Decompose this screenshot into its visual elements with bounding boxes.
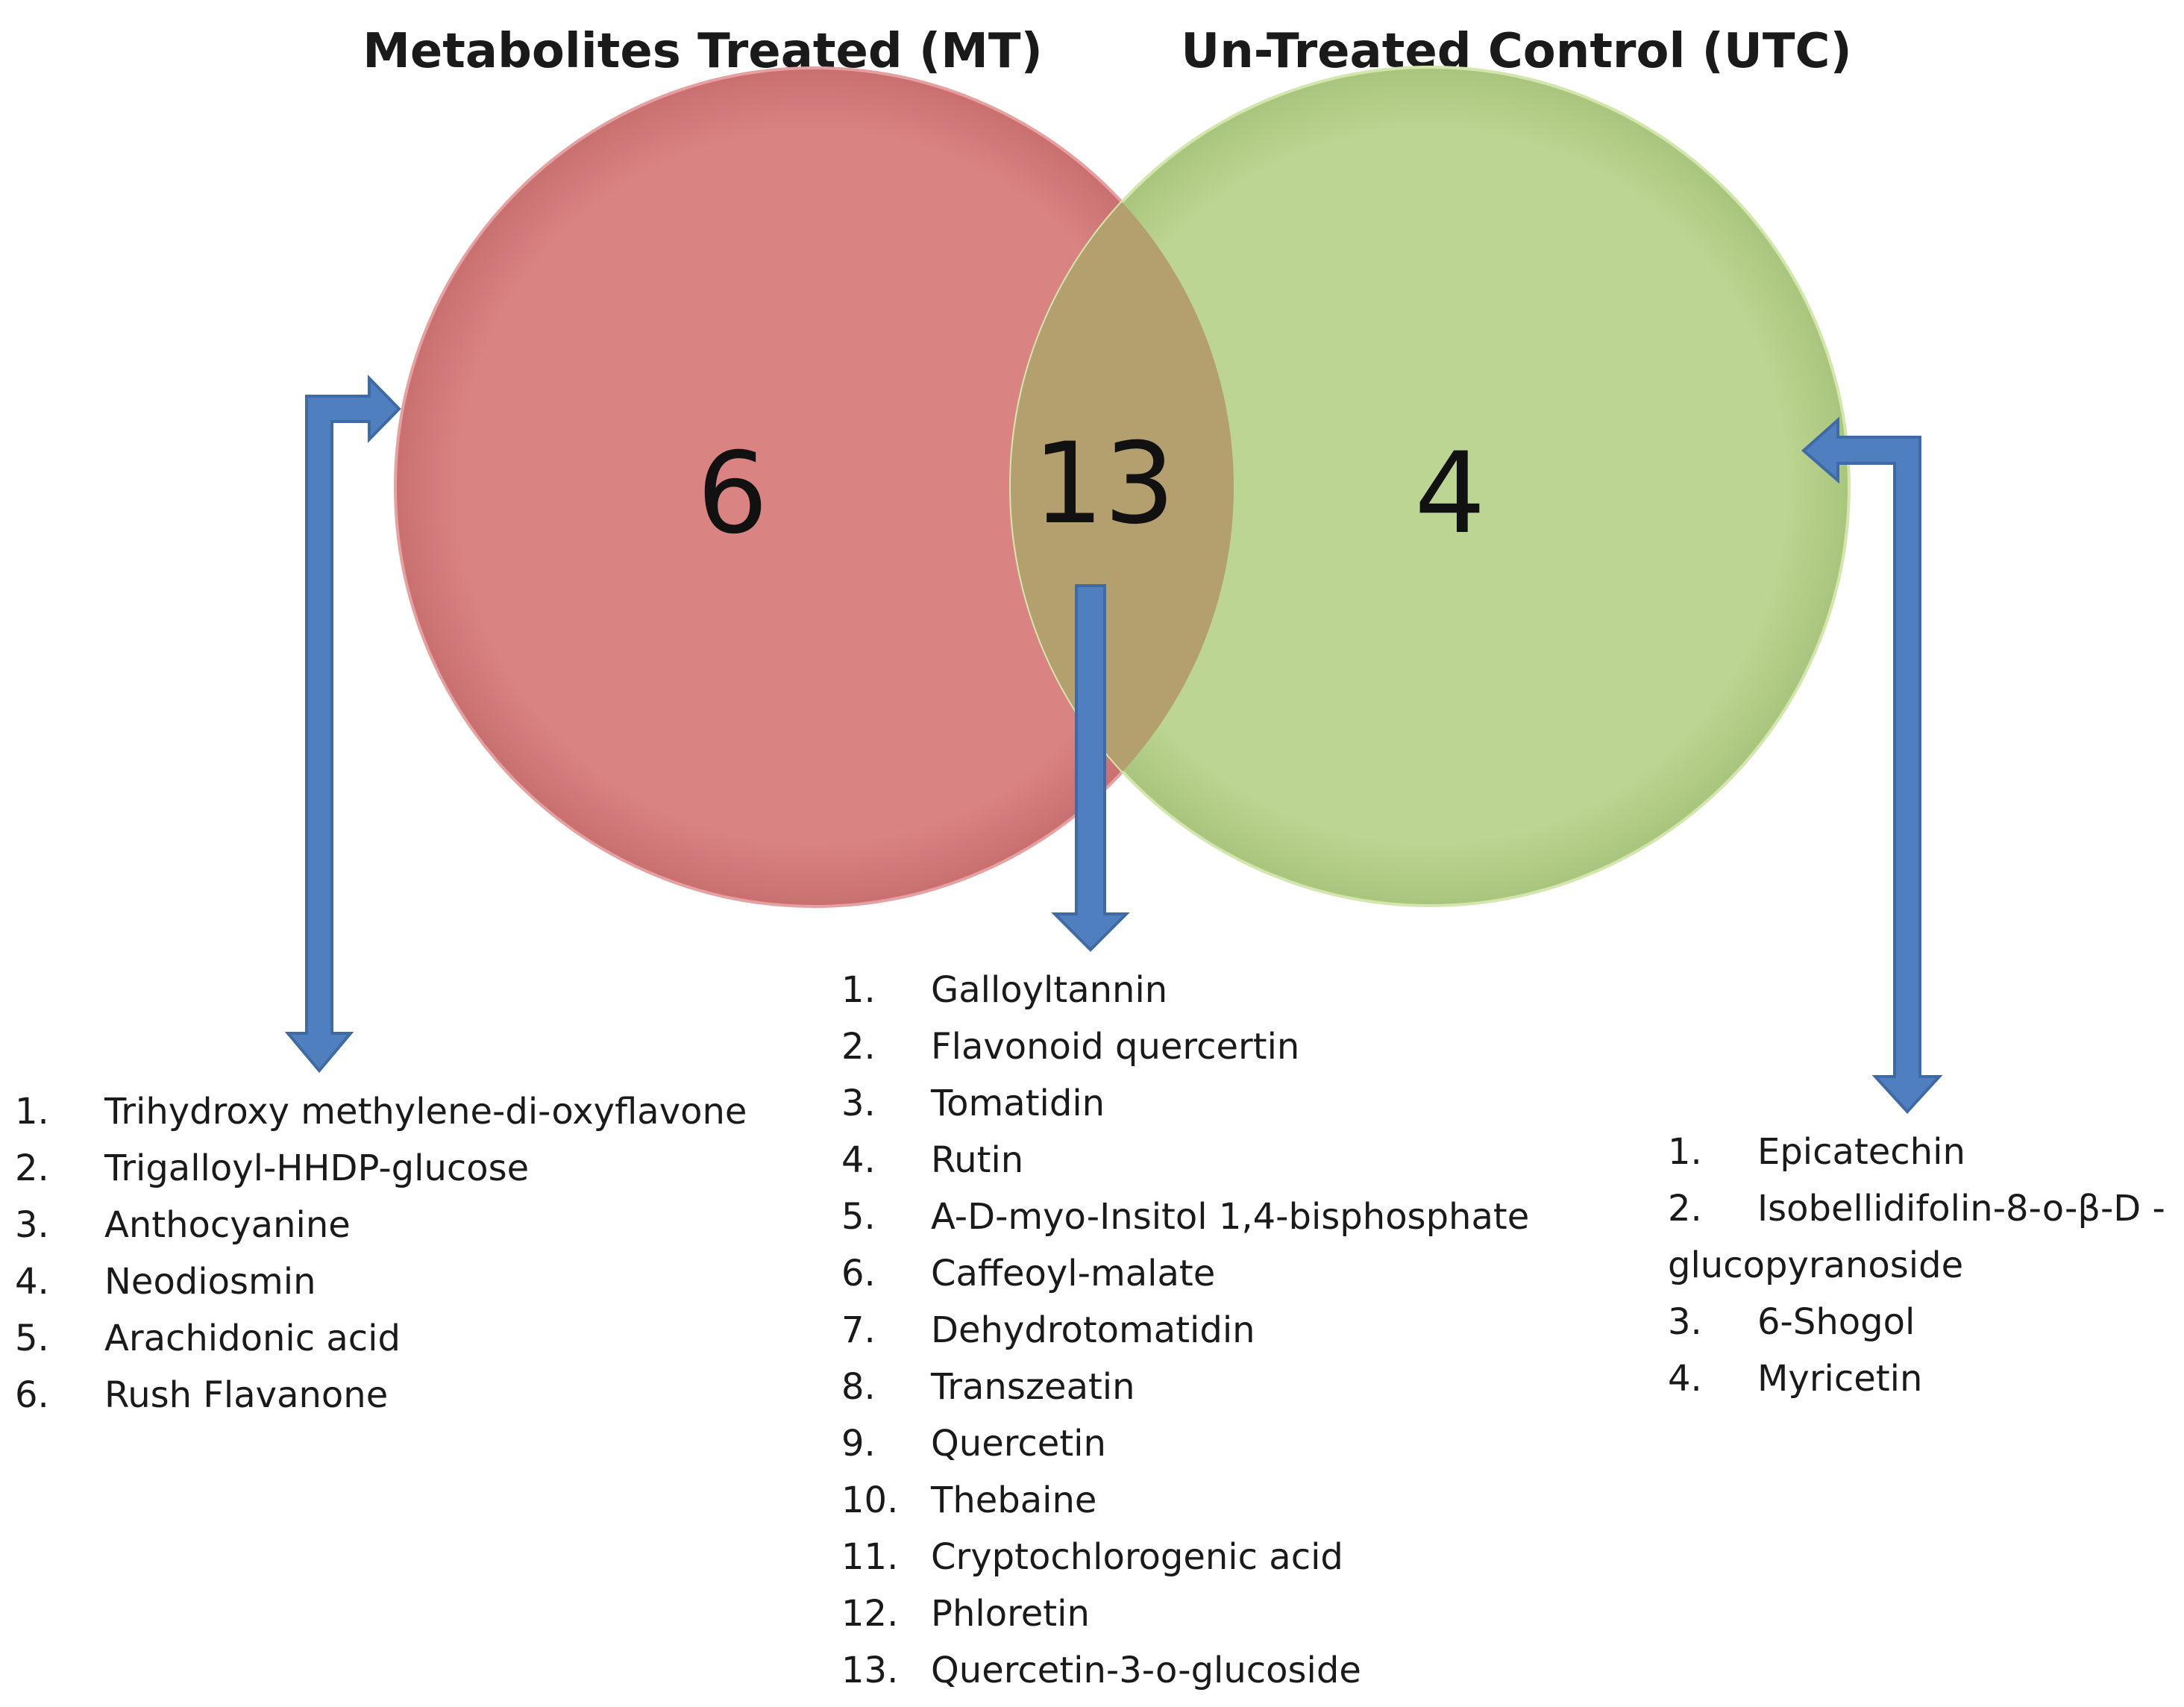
list-item-number: 4.	[1668, 1358, 1702, 1400]
list-item-number: 6.	[841, 1253, 876, 1294]
list-item: 7. Dehydrotomatidin	[841, 1302, 1595, 1359]
list-item-number: 5.	[15, 1318, 49, 1359]
list-item-name: Flavonoid quercertin	[931, 1026, 1300, 1068]
list-item-number: 2.	[1668, 1188, 1702, 1230]
arrow-mt-list	[284, 375, 401, 1074]
count-mt-only: 6	[697, 429, 768, 559]
list-item-number: 1.	[841, 969, 876, 1011]
list-item: 6. Rush Flavanone	[15, 1367, 798, 1423]
list-item-name: Rush Flavanone	[104, 1374, 389, 1416]
list-item: 11. Cryptochlorogenic acid	[841, 1529, 1595, 1585]
list-item: 13. Quercetin-3-o-glucoside	[841, 1642, 1595, 1699]
list-item: 4. Myricetin	[1668, 1350, 2183, 1407]
list-item-name: Thebaine	[931, 1479, 1097, 1521]
list-item: 3. Tomatidin	[841, 1075, 1595, 1132]
list-item-name: Trigalloyl-HHDP-glucose	[104, 1147, 530, 1189]
list-item-number: 4.	[15, 1261, 49, 1303]
set-title-utc: Un-Treated Control (UTC)	[1181, 24, 1852, 79]
list-item-name: Isobellidifolin-8-o-β-D -glucopyranoside	[1668, 1188, 2165, 1286]
list-item-name: Caffeoyl-malate	[931, 1253, 1216, 1294]
list-item: 4. Rutin	[841, 1132, 1595, 1188]
shared-list: 1. Galloyltannin 2. Flavonoid quercertin 3…	[841, 962, 1595, 1699]
list-item-number: 10.	[841, 1479, 899, 1521]
list-item: 2. Flavonoid quercertin	[841, 1018, 1595, 1075]
list-item-name: Epicatechin	[1757, 1131, 1965, 1173]
list-item-name: Arachidonic acid	[104, 1318, 401, 1359]
list-item: 5. A-D-myo-Insitol 1,4-bisphosphate	[841, 1188, 1595, 1245]
list-item: 1. Trihydroxy methylene-di-oxyflavone	[15, 1083, 798, 1140]
list-item-number: 3.	[1668, 1301, 1702, 1343]
list-item-name: Quercetin-3-o-glucoside	[931, 1650, 1361, 1691]
list-item: 2.Isobellidifolin-8-o-β-D -glucopyranosi…	[1668, 1180, 2183, 1294]
list-item-number: 8.	[841, 1366, 876, 1408]
list-item-name: Anthocyanine	[104, 1204, 351, 1246]
list-item-number: 7.	[841, 1309, 876, 1351]
list-item-name: 6-Shogol	[1757, 1301, 1915, 1343]
list-item: 2. Trigalloyl-HHDP-glucose	[15, 1140, 798, 1197]
list-item-name: Phloretin	[931, 1593, 1090, 1635]
list-item-number: 1.	[1668, 1131, 1702, 1173]
list-item-name: Trihydroxy methylene-di-oxyflavone	[104, 1091, 747, 1133]
list-item-number: 11.	[841, 1536, 899, 1578]
list-item: 10. Thebaine	[841, 1472, 1595, 1529]
arrow-shared-list	[1051, 584, 1130, 952]
list-item: 4. Neodiosmin	[15, 1253, 798, 1310]
list-item: 5. Arachidonic acid	[15, 1310, 798, 1367]
list-item-name: Dehydrotomatidin	[931, 1309, 1255, 1351]
list-item: 3. 6-Shogol	[1668, 1294, 2183, 1350]
set-title-mt: Metabolites Treated (MT)	[363, 24, 1043, 79]
list-item-number: 12.	[841, 1593, 899, 1635]
list-item-name: Myricetin	[1757, 1358, 1923, 1400]
count-utc-only: 4	[1414, 429, 1485, 559]
list-item-number: 9.	[841, 1423, 876, 1465]
list-item: 9. Quercetin	[841, 1415, 1595, 1472]
list-item: 1. Galloyltannin	[841, 962, 1595, 1018]
list-item: 8. Transzeatin	[841, 1359, 1595, 1415]
list-item-name: Neodiosmin	[104, 1261, 316, 1303]
list-item: 3. Anthocyanine	[15, 1197, 798, 1253]
list-item-number: 3.	[841, 1083, 876, 1124]
list-item-number: 5.	[841, 1196, 876, 1238]
list-item-name: Transzeatin	[931, 1366, 1135, 1408]
list-item-number: 2.	[15, 1147, 49, 1189]
list-item: 6. Caffeoyl-malate	[841, 1245, 1595, 1302]
list-item-number: 13.	[841, 1650, 899, 1691]
list-item: 1. Epicatechin	[1668, 1124, 2183, 1180]
list-item-number: 3.	[15, 1204, 49, 1246]
list-item: 12. Phloretin	[841, 1585, 1595, 1642]
list-item-number: 4.	[841, 1139, 876, 1181]
list-item-name: Quercetin	[931, 1423, 1106, 1465]
list-item-number: 1.	[15, 1091, 49, 1133]
list-item-name: Galloyltannin	[931, 969, 1168, 1011]
list-item-name: Cryptochlorogenic acid	[931, 1536, 1343, 1578]
list-item-name: Rutin	[931, 1139, 1024, 1181]
list-item-number: 2.	[841, 1026, 876, 1068]
list-item-number: 6.	[15, 1374, 49, 1416]
arrow-utc-list	[1801, 416, 1943, 1114]
count-overlap: 13	[1033, 419, 1176, 549]
utc-only-list: 1. Epicatechin 2.Isobellidifolin-8-o-β-D …	[1668, 1124, 2183, 1407]
list-item-name: A-D-myo-Insitol 1,4-bisphosphate	[931, 1196, 1530, 1238]
list-item-name: Tomatidin	[931, 1083, 1105, 1124]
mt-only-list: 1. Trihydroxy methylene-di-oxyflavone 2. T…	[15, 1083, 798, 1423]
